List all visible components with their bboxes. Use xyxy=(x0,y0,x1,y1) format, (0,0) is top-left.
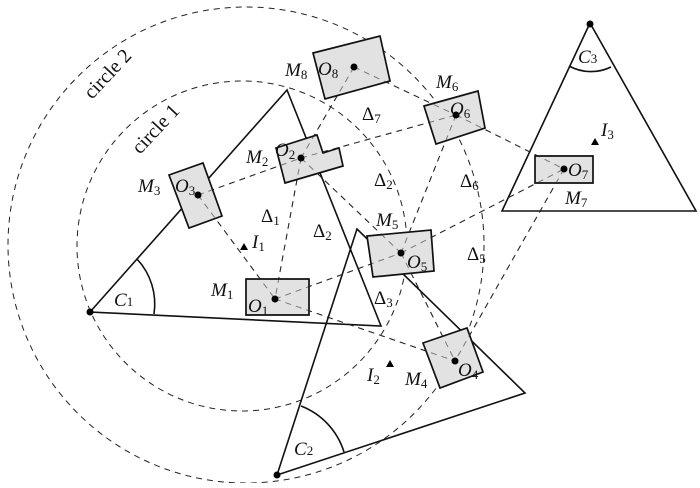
delta-6-label: Δ6 xyxy=(460,171,479,193)
object-1-label: O1 xyxy=(248,296,268,318)
camera-3-label: C3 xyxy=(578,47,597,68)
marker-4-label: M4 xyxy=(404,369,428,391)
object-8-center xyxy=(350,63,358,71)
delta-7-label: Δ7 xyxy=(362,104,381,126)
delta-2-label-right: Δ2 xyxy=(374,170,393,192)
object-3-label: O3 xyxy=(175,176,195,198)
connection-O3-O2-overlay xyxy=(197,157,302,196)
marker-3-label: M3 xyxy=(137,176,160,198)
object-6-center xyxy=(452,111,460,119)
circle-1-label: circle 1 xyxy=(128,100,185,158)
camera-2-point xyxy=(273,471,281,479)
camera-2-view xyxy=(275,227,527,477)
object-2-label: O2 xyxy=(275,140,295,162)
object-8-label: O8 xyxy=(318,59,338,81)
connection-O6-O5-overlay xyxy=(400,114,457,254)
object-7-center xyxy=(560,165,568,173)
object-4-center xyxy=(451,357,459,365)
camera-3-angle-arc xyxy=(568,65,612,73)
marker-1-label: M1 xyxy=(210,280,233,302)
connection-O6-O7-overlay xyxy=(455,114,565,170)
marker-7-label: M7 xyxy=(564,188,588,210)
connection-O1-O4-overlay xyxy=(274,298,456,362)
connection-O2-O5-overlay xyxy=(300,157,402,254)
delta-5-label: Δ5 xyxy=(467,244,486,266)
marker-6-label: M6 xyxy=(435,72,459,94)
camera-1-point xyxy=(86,308,94,316)
connection-O5-O4-overlay xyxy=(400,252,456,362)
circle-2-label: circle 2 xyxy=(80,45,137,103)
object-2-center xyxy=(297,154,305,162)
connection-O8-O6-overlay xyxy=(353,66,457,116)
interest-point-3-marker xyxy=(591,138,599,145)
object-7-label: O7 xyxy=(568,160,589,182)
camera-1-label: C1 xyxy=(114,290,133,311)
delta-1-label: Δ1 xyxy=(261,206,280,228)
connection-O2-O1-overlay xyxy=(274,157,302,300)
interest-point-3-label: I3 xyxy=(600,120,614,142)
interest-point-2-label: I2 xyxy=(366,365,380,387)
connection-O1-O5-overlay xyxy=(274,252,402,300)
circle-1 xyxy=(76,80,408,412)
camera-1-angle-arc xyxy=(136,258,156,315)
delta-3-label: Δ3 xyxy=(374,288,393,310)
camera-2-label: C2 xyxy=(294,439,313,460)
marker-8-label: M8 xyxy=(284,60,307,82)
object-3-center xyxy=(194,191,202,199)
object-6-label: O6 xyxy=(450,99,471,121)
object-2-box xyxy=(274,133,345,185)
interest-point-2-marker xyxy=(386,360,394,367)
object-1-center xyxy=(271,295,279,303)
delta-2-label-left: Δ2 xyxy=(313,221,332,243)
marker-5-label: M5 xyxy=(375,210,398,232)
connection-lines-overlay xyxy=(197,66,565,362)
interest-point-1-marker xyxy=(240,243,248,250)
object-4-box xyxy=(421,326,485,390)
interest-point-1-label: I1 xyxy=(251,232,265,254)
object-5-label: O5 xyxy=(407,252,427,274)
camera-3-view xyxy=(500,21,698,212)
object-4-label: O4 xyxy=(458,360,479,382)
circle-2 xyxy=(7,6,485,484)
connection-O7-O4-overlay xyxy=(454,168,565,362)
object-5-center xyxy=(397,249,405,257)
connection-O5-O7-overlay xyxy=(400,168,565,254)
connection-O2-O6-overlay xyxy=(300,114,457,159)
camera-3-point xyxy=(586,20,594,28)
camera-2-angle-arc xyxy=(300,405,345,453)
marker-2-label: M2 xyxy=(245,147,268,169)
